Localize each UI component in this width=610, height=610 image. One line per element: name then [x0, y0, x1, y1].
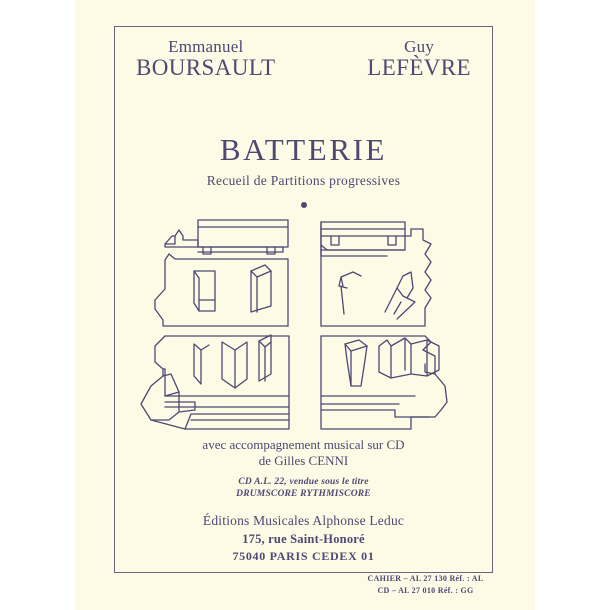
author-lefevre: Guy LEFÈVRE	[367, 37, 471, 81]
drum-illustration-svg	[140, 219, 448, 430]
cover-page: Emmanuel BOURSAULT Guy LEFÈVRE BATTERIE …	[75, 0, 535, 610]
reference-line-cd: CD – AL 27 010 Réf. : GG	[377, 585, 474, 595]
publisher-city: 75040 PARIS CEDEX 01	[232, 549, 375, 563]
publisher-name: Éditions Musicales Alphonse Leduc	[202, 513, 405, 528]
bullet-ornament-icon	[300, 202, 307, 208]
cover-border-frame	[114, 26, 493, 573]
author-last-name: BOURSAULT	[136, 55, 276, 81]
reference-line-cahier: CAHIER – AL 27 130 Réf. : AL	[367, 574, 484, 583]
title-block: BATTERIE Recueil de Partitions progressi…	[114, 134, 493, 208]
cd-note-line-1: CD A.L. 22, vendue sous le titre	[238, 476, 369, 487]
author-first-name: Guy	[404, 37, 435, 56]
accompaniment-line-1: avec accompagnement musical sur CD	[202, 437, 405, 452]
author-last-name: LEFÈVRE	[367, 55, 471, 81]
drum-illustration	[139, 214, 473, 436]
reference-codes: CAHIER – AL 27 130 Réf. : AL CD – AL 27 …	[333, 573, 518, 596]
page-title: BATTERIE	[219, 132, 388, 167]
drum-panel-bottom-left	[140, 334, 290, 430]
drum-panel-bottom-right	[320, 335, 448, 430]
accompaniment-line-2: de Gilles CENNI	[258, 453, 349, 469]
publisher-street: 175, rue Saint-Honoré	[242, 532, 365, 546]
drum-panel-top-left	[154, 219, 289, 327]
publisher-block: Éditions Musicales Alphonse Leduc 175, r…	[114, 513, 493, 564]
drum-panel-top-right	[320, 221, 432, 327]
author-boursault: Emmanuel BOURSAULT	[136, 37, 276, 81]
author-first-name: Emmanuel	[168, 37, 244, 56]
authors-row: Emmanuel BOURSAULT Guy LEFÈVRE	[114, 37, 493, 81]
cd-note-line-2: DRUMSCORE RYTHMISCORE	[236, 488, 371, 499]
accompaniment-block: avec accompagnement musical sur CD de Gi…	[114, 437, 493, 500]
page-subtitle: Recueil de Partitions progressives	[206, 173, 401, 188]
